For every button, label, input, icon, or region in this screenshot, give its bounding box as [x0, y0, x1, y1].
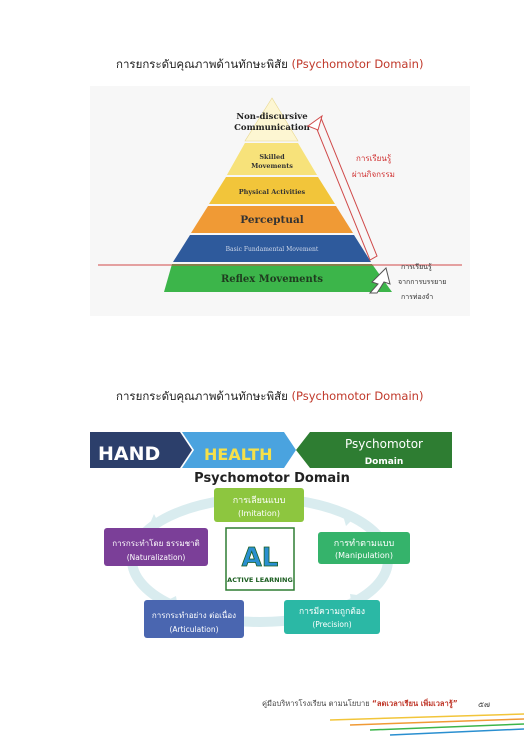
- pyramid-layer-1: [244, 97, 299, 142]
- page-footer: คู่มือบริหารโรงเรียน ตามนโยบาย “ลดเวลาเร…: [262, 698, 458, 710]
- pyramid-layer-4: [191, 206, 353, 233]
- layer-2-line-2: Movements: [251, 162, 293, 170]
- cycle-title: Psychomotor Domain: [194, 471, 350, 486]
- activity-label-1: การเรียนรู้: [356, 154, 392, 164]
- layer-4-label: Perceptual: [240, 214, 304, 226]
- section-heading-2: การยกระดับคุณภาพด้านทักษะพิสัย (Psychomo…: [116, 388, 423, 406]
- banner-psychomotor: [296, 432, 452, 468]
- banner-hand: [90, 432, 192, 468]
- logo-letters: AL: [242, 543, 279, 573]
- lecture-label-3: การท่องจำ: [401, 293, 433, 301]
- layer-1-line-1: Non-discursive: [236, 112, 308, 122]
- cycle-svg: HAND HEALTH Psychomotor Domain Psychomot…: [90, 432, 452, 638]
- stage-imitation-th: การเลียนแบบ: [233, 495, 286, 506]
- cycle-arrow-4: [148, 514, 160, 528]
- layer-5-label: Basic Fundamental Movement: [226, 246, 319, 253]
- banner-psychomotor-text: Psychomotor: [345, 437, 423, 451]
- banner-health-text: HEALTH: [204, 445, 273, 464]
- stage-articulation: [144, 600, 244, 638]
- stage-precision: [284, 600, 380, 634]
- lecture-label-1: การเรียนรู้: [401, 263, 432, 271]
- stage-precision-th: การมีความถูกต้อง: [299, 606, 365, 617]
- cycle-arrow-1: [342, 512, 356, 526]
- footer-text: คู่มือบริหารโรงเรียน ตามนโยบาย: [262, 699, 370, 708]
- psychomotor-cycle-figure: HAND HEALTH Psychomotor Domain Psychomot…: [88, 428, 456, 642]
- layer-1-line-2: Communication: [234, 123, 310, 133]
- footer-stripes-decoration: [330, 713, 524, 736]
- heading-thai: การยกระดับคุณภาพด้านทักษะพิสัย: [116, 389, 288, 403]
- stage-articulation-en: (Articulation): [169, 625, 218, 634]
- stage-imitation: [214, 488, 304, 522]
- layer-6-label: Reflex Movements: [221, 274, 323, 285]
- stage-imitation-en: (Imitation): [238, 509, 280, 518]
- banner-hand-text: HAND: [98, 443, 160, 465]
- activity-label-2: ผ่านกิจกรรม: [352, 170, 395, 179]
- activity-arrow-head: [306, 114, 323, 131]
- layer-2-line-1: Skilled: [259, 153, 285, 161]
- stage-naturalization-en: (Naturalization): [127, 553, 186, 562]
- heading-english: (Psychomotor Domain): [291, 389, 424, 403]
- psychomotor-pyramid-figure: Non-discursive Communication Skilled Mov…: [90, 86, 470, 316]
- pyramid-layer-5: [173, 235, 371, 262]
- heading-english: (Psychomotor Domain): [291, 57, 424, 71]
- stage-manipulation-th: การทำตามแบบ: [334, 538, 395, 549]
- stage-manipulation-en: (Manipulation): [335, 551, 393, 560]
- stage-manipulation: [318, 532, 410, 564]
- footer-quote: “ลดเวลาเรียน เพิ่มเวลารู้”: [372, 699, 458, 708]
- pyramid-layer-3: [209, 177, 335, 204]
- banner-health: [182, 432, 296, 468]
- logo-text: ACTIVE LEARNING: [227, 576, 293, 584]
- stage-naturalization: [104, 528, 208, 566]
- lecture-label-2: จากการบรรยาย: [398, 278, 446, 286]
- pyramid-layer-6: [164, 264, 392, 292]
- logo-text-bg: [230, 574, 290, 584]
- page-number: ๕๗: [478, 700, 491, 709]
- stage-naturalization-th: การกระทำโดย ธรรมชาติ: [112, 538, 199, 548]
- pyramid-svg: Non-discursive Communication Skilled Mov…: [98, 97, 462, 301]
- section-heading-1: การยกระดับคุณภาพด้านทักษะพิสัย (Psychomo…: [116, 56, 423, 74]
- banner-domain-text: Domain: [365, 457, 404, 467]
- lecture-arrow-icon: [368, 267, 391, 294]
- stage-precision-en: (Precision): [312, 620, 351, 629]
- heading-thai: การยกระดับคุณภาพด้านทักษะพิสัย: [116, 57, 288, 71]
- stage-articulation-th: การกระทำอย่าง ต่อเนื่อง: [152, 609, 236, 620]
- pyramid-layer-2b: [227, 143, 317, 175]
- layer-3-label: Physical Activities: [239, 188, 306, 196]
